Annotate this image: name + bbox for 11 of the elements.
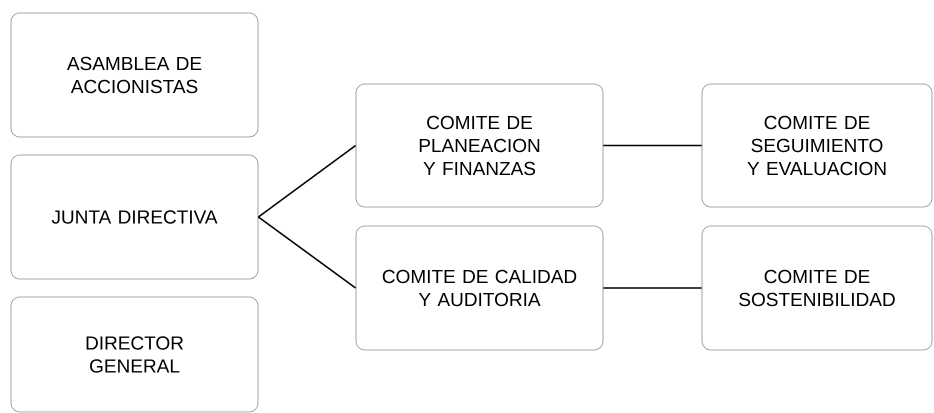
connector-line: [603, 144, 702, 146]
connector-line: [603, 287, 702, 289]
org-box: ASAMBLEA DE ACCIONISTAS: [10, 12, 258, 138]
org-box: COMITE DE SEGUIMIENTO Y EVALUACION: [702, 84, 932, 208]
connector-line: [258, 144, 356, 218]
org-box: COMITE DE SOSTENIBILIDAD: [702, 226, 932, 350]
org-box: JUNTA DIRECTIVA: [10, 154, 258, 280]
org-box: DIRECTOR GENERAL: [10, 296, 258, 412]
connector-line: [258, 216, 356, 289]
org-box: COMITE DE PLANEACION Y FINANZAS: [356, 84, 604, 208]
org-box: COMITE DE CALIDAD Y AUDITORIA: [356, 226, 604, 350]
